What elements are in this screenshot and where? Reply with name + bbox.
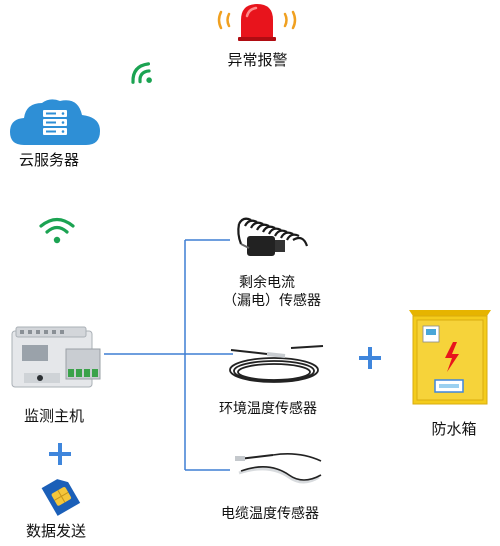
plus-icon [359,347,381,369]
cable-temperature-sensor-icon [235,453,322,484]
red-alarm-light-icon [217,4,297,41]
waterproof-box-group: 防水箱 [400,306,500,438]
sim-card-icon [41,479,81,516]
wifi-signal-icon [131,62,152,84]
monitoring-host-device-icon [11,326,101,388]
data-send-group: 数据发送 [10,476,110,546]
monitor-group: 监测主机 [10,325,110,425]
sensor-residual-current: 剩余电流 （漏电）传感器 [223,210,330,310]
waterproof-box-icon [409,310,491,405]
sensor-ambient-label: 环境温度传感器 [219,401,317,417]
cloud-group: 云服务器 [8,95,102,175]
plus-icon [49,443,71,465]
cloud-label: 云服务器 [18,151,79,169]
sensor-ambient-temperature: 环境温度传感器 [205,340,335,420]
cloud-server-icon [10,99,100,145]
monitor-label: 监测主机 [23,407,84,425]
wifi-signal-icon [39,217,75,244]
alarm-group: 异常报警 [205,0,310,70]
data-send-label: 数据发送 [25,522,86,540]
sensor-cable-temperature: 电缆温度传感器 [215,443,345,523]
sensor-cable-label: 电缆温度传感器 [221,506,319,522]
ambient-temperature-sensor-icon [229,345,324,383]
sensor-residual-label-1: 剩余电流 [239,275,295,291]
waterproof-box-label: 防水箱 [431,420,477,438]
residual-current-sensor-icon [237,217,309,256]
alarm-label: 异常报警 [227,51,288,69]
sensor-residual-label-2: （漏电）传感器 [223,293,321,309]
